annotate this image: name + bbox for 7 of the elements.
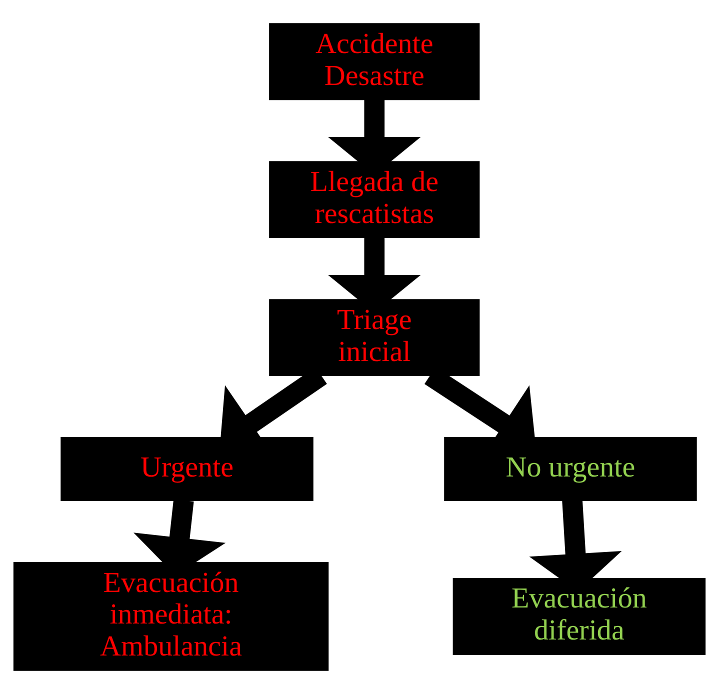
node-box: No urgente: [444, 436, 697, 500]
node-box: Urgente: [60, 436, 314, 500]
node-box: Accidente Desastre: [269, 22, 480, 100]
node-box: Evacuación inmediata: Ambulancia: [13, 561, 329, 670]
node-box: Evacuación diferida: [452, 577, 706, 654]
node-box: Llegada de rescatistas: [269, 160, 480, 238]
node-box: Triage inicial: [269, 298, 480, 376]
